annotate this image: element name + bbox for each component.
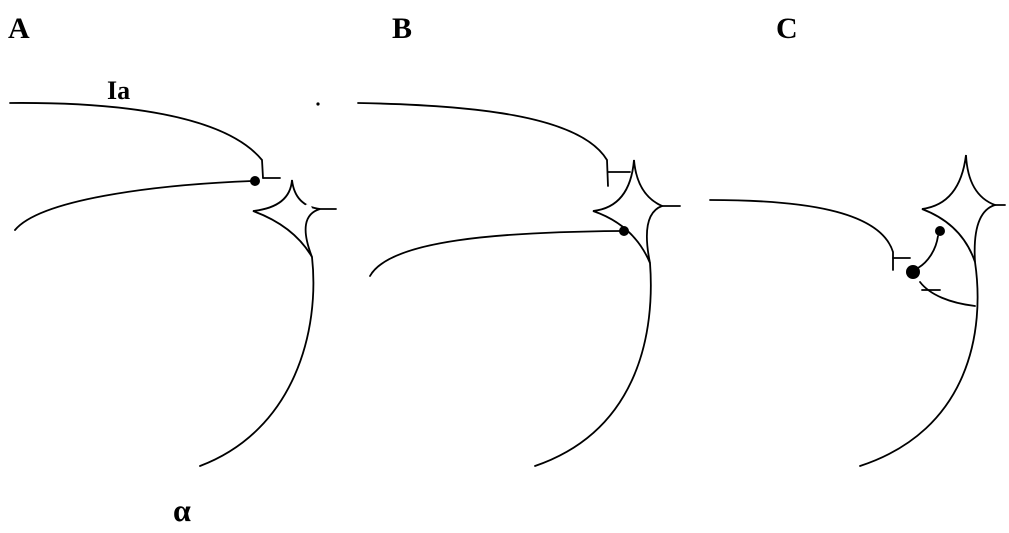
fiber-c [709,199,894,271]
panel-c [709,154,1006,467]
synaptic-bouton-c-lower [906,265,920,279]
alpha-motor-axon-c [859,261,979,467]
panel-b [357,102,681,467]
nucleus-c [963,202,975,212]
stray-dot [316,102,320,106]
motoneuron-soma-a [252,179,321,258]
synaptic-bouton-b [619,226,629,236]
ia-fiber-label: Ia [107,76,131,105]
synaptic-bouton-c-upper [935,226,945,236]
second-fiber-a [14,180,253,231]
panel-label-b: B [392,12,413,45]
nucleus-b [636,202,648,210]
interneuron-axon-c [919,281,976,307]
second-fiber-b [369,230,621,277]
interneuron-process-c [917,235,939,269]
panel-label-c: C [776,12,798,45]
alpha-motor-axon-b [534,262,652,467]
motoneuron-soma-c [921,154,998,263]
alpha-motor-label: α [173,492,191,528]
nucleus-a [304,204,312,214]
ia-afferent-fiber-a [9,102,264,179]
motoneuron-soma-b [592,159,665,264]
synaptic-bouton-a [250,176,260,186]
panel-a [9,102,337,467]
alpha-motor-axon-a [199,256,315,467]
ia-afferent-fiber-b [357,102,609,187]
panel-label-a: A [8,12,30,45]
